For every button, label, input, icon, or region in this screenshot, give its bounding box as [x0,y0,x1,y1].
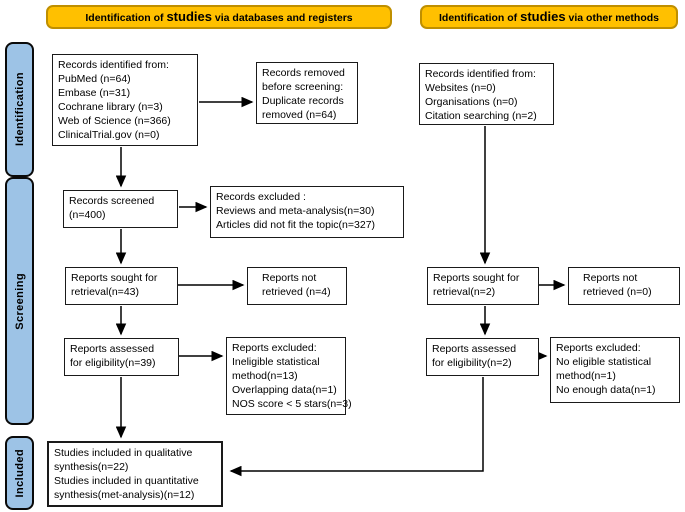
text-line: retrieved (n=0) [583,286,652,298]
text-line: Reports not [583,272,638,284]
reports-not-retrieved-databases-box: Reports not retrieved (n=4) [247,267,347,305]
header-text: Identification of [85,12,164,24]
reports-sought-databases-box: Reports sought for retrieval(n=43) [65,267,178,305]
text-line: retrieval(n=43) [71,286,139,298]
text-line: method(n=1) [556,370,616,382]
header-text: via other methods [568,12,659,24]
text-line: No eligible statistical [556,356,652,368]
text-line: Reports assessed [70,343,155,355]
stage-label-included: Included [5,436,34,510]
text-line: Reports assessed [432,343,517,355]
text-line: Ineligible statistical [232,356,320,368]
reports-sought-other-box: Reports sought for retrieval(n=2) [427,267,539,305]
text-line: Reports excluded: [556,342,641,354]
text-line: Records screened [69,195,155,207]
text-line: Reports sought for [71,272,158,284]
stage-label-screening: Screening [5,177,34,425]
text-line: Websites (n=0) [425,82,496,94]
text-line: Embase (n=31) [58,87,131,99]
text-line: NOS score < 5 stars(n=3) [232,398,352,410]
text-line: PubMed (n=64) [58,73,131,85]
studies-included-box: Studies included in qualitative synthesi… [47,441,223,507]
header-text: Identification of [439,12,518,24]
text-line: Articles did not fit the topic(n=327) [216,219,376,231]
header-text-emphasis: studies [166,9,212,24]
text-line: synthesis(n=22) [54,461,129,473]
text-line: Records identified from: [58,59,169,71]
text-line: Reports excluded: [232,342,317,354]
text-line: synthesis(met-analysis)(n=12) [54,489,195,501]
reports-excluded-databases-box: Reports excluded: Ineligible statistical… [226,337,352,415]
records-excluded-box: Records excluded : Reviews and meta-anal… [210,186,404,238]
text-line: Reviews and meta-analysis(n=30) [216,205,375,217]
text-line: removed (n=64) [262,109,337,121]
text-line: No enough data(n=1) [556,384,656,396]
header-text-emphasis: studies [520,9,566,24]
stage-label-text: Screening [13,272,26,330]
text-line: (n=400) [69,209,106,221]
stage-label-text: Identification [13,72,26,147]
header-text: via databases and registers [214,12,353,24]
text-line: retrieved (n=4) [262,286,331,298]
stage-label-text: Included [13,448,26,498]
header-databases-registers: Identification of studies via databases … [46,5,392,29]
text-line: Overlapping data(n=1) [232,384,337,396]
header-other-methods: Identification of studies via other meth… [420,5,678,29]
text-line: retrieval(n=2) [433,286,496,298]
text-line: Reports sought for [433,272,520,284]
text-line: Duplicate records [262,95,344,107]
reports-assessed-other-box: Reports assessed for eligibility(n=2) [426,338,539,376]
records-identified-other-box: Records identified from: Websites (n=0) … [419,63,554,125]
reports-excluded-other-box: Reports excluded: No eligible statistica… [550,337,680,403]
stage-label-identification: Identification [5,42,34,177]
text-line: Studies included in qualitative [54,447,193,459]
records-screened-box: Records screened (n=400) [63,190,178,228]
text-line: Citation searching (n=2) [425,110,537,122]
text-line: ClinicalTrial.gov (n=0) [58,129,160,141]
text-line: Records excluded : [216,191,306,203]
reports-assessed-databases-box: Reports assessed for eligibility(n=39) [64,338,179,376]
text-line: Records removed [262,67,345,79]
text-line: Web of Science (n=366) [58,115,171,127]
records-identified-databases-box: Records identified from: PubMed (n=64) E… [52,54,198,146]
text-line: Organisations (n=0) [425,96,518,108]
text-line: Records identified from: [425,68,536,80]
text-line: method(n=13) [232,370,298,382]
records-removed-box: Records removed before screening: Duplic… [256,62,358,124]
text-line: Studies included in quantitative [54,475,199,487]
text-line: for eligibility(n=2) [432,357,512,369]
reports-not-retrieved-other-box: Reports not retrieved (n=0) [568,267,680,305]
text-line: Reports not [262,272,317,284]
text-line: for eligibility(n=39) [70,357,156,369]
text-line: before screening: [262,81,344,93]
text-line: Cochrane library (n=3) [58,101,163,113]
